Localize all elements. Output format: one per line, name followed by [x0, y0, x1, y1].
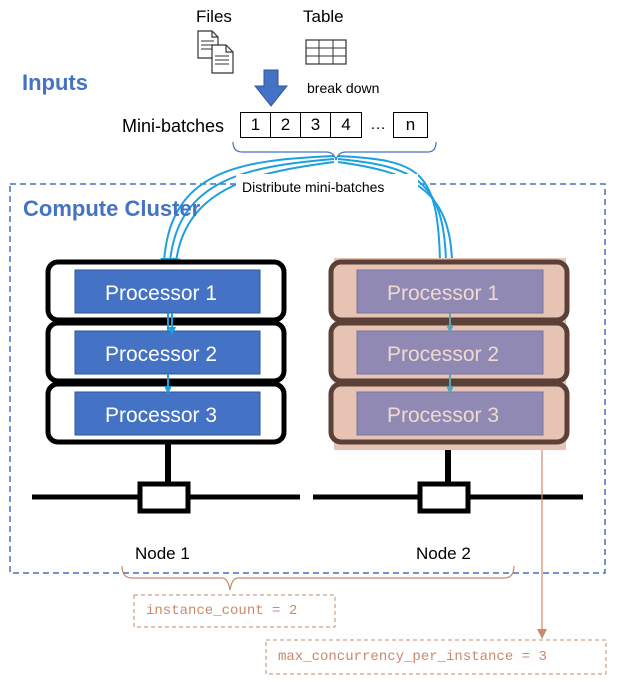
distribute-label-bg	[236, 174, 418, 198]
compute-cluster-title: Compute Cluster	[23, 196, 201, 221]
node-1-processor-1: Processor 1	[105, 282, 218, 305]
minibatches-label: Mini-batches	[122, 116, 225, 136]
node-2-processors	[328, 258, 570, 450]
compute-cluster-border	[9, 183, 606, 574]
concurrency-box	[265, 639, 607, 675]
table-icon	[305, 39, 347, 65]
minibatch-ellipsis: …	[370, 116, 386, 133]
node-2-processor-2: Processor 2	[387, 343, 500, 366]
node-2-processor-3: Processor 3	[387, 404, 500, 427]
node-1-processors	[45, 259, 287, 445]
node-1-label: Node 1	[135, 544, 190, 563]
node-2-network	[313, 443, 583, 514]
max-concurrency-code: max_concurrency_per_instance = 3	[278, 649, 547, 665]
node-1-processor-3: Processor 3	[105, 404, 218, 427]
distribute-arrows-node-1	[160, 155, 335, 266]
node-1-processor-1-box	[74, 269, 261, 314]
node-2-processor-1-box	[356, 269, 544, 314]
minibatch-cell-n: n	[393, 112, 428, 138]
files-icon	[197, 30, 234, 74]
instance-count-box	[133, 594, 336, 628]
node-2-label: Node 2	[416, 544, 471, 563]
node-1-processor-2: Processor 2	[105, 343, 218, 366]
node-2-processor-1: Processor 1	[387, 282, 500, 305]
table-label: Table	[303, 7, 344, 26]
minibatch-cell-2: 2	[270, 112, 301, 138]
distribute-label: Distribute mini-batches	[242, 179, 385, 195]
minibatch-cell-3: 3	[300, 112, 331, 138]
break-down-label: break down	[307, 80, 380, 96]
distribute-arrows-node-2	[337, 155, 456, 266]
instance-count-brace	[121, 565, 515, 591]
node-1-processor-2-box	[74, 330, 261, 375]
files-label: Files	[196, 7, 232, 26]
inputs-title: Inputs	[22, 70, 88, 95]
minibatch-brace	[232, 141, 437, 161]
node-1-network	[32, 443, 300, 514]
node-1-processor-3-box	[74, 391, 261, 436]
minibatch-cell-1: 1	[240, 112, 271, 138]
down-arrow-icon	[253, 69, 289, 107]
instance-count-code: instance_count = 2	[146, 603, 298, 619]
minibatch-cell-4: 4	[330, 112, 362, 138]
